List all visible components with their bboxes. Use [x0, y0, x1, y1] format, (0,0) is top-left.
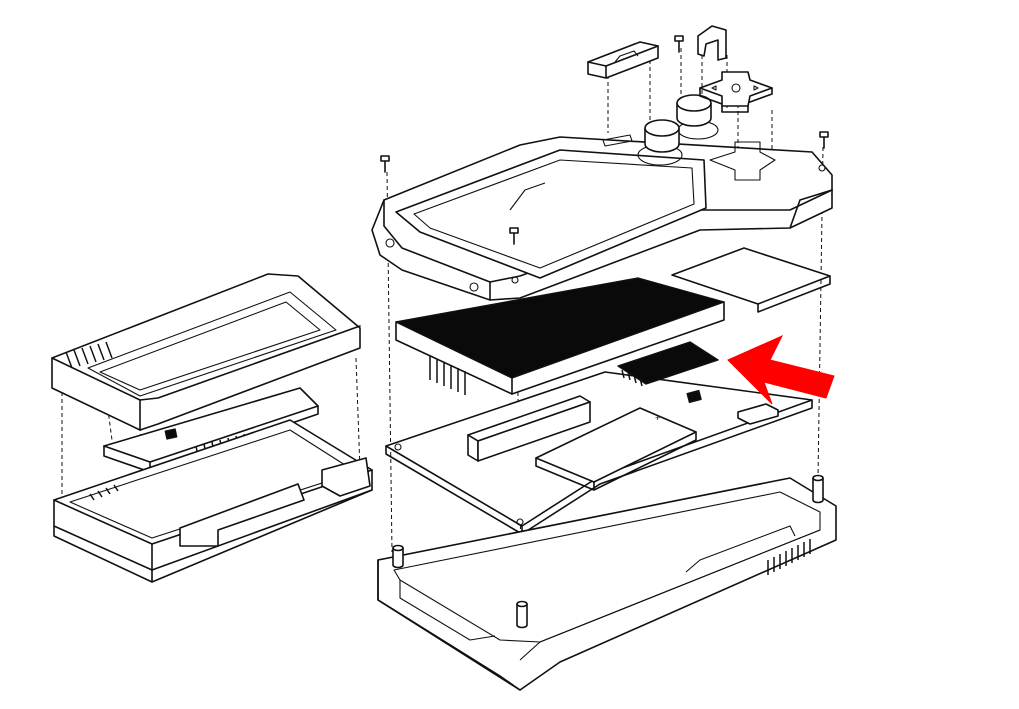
- bottom-housing: [377, 474, 837, 691]
- lcd-display: [395, 277, 725, 395]
- button-b: [676, 94, 712, 127]
- dpad: [699, 71, 773, 113]
- clip-part: [697, 25, 727, 61]
- cartridge-top-cover: [51, 273, 361, 431]
- screw-icon: [380, 35, 829, 245]
- shoulder-bracket: [587, 41, 659, 79]
- ribbon-plate: [671, 247, 831, 313]
- cartridge-bottom-tray: [53, 419, 373, 583]
- top-housing: [371, 120, 833, 301]
- svg-text:+ -: + -: [655, 413, 666, 423]
- main-pcb: + -: [385, 341, 813, 535]
- button-a: [644, 119, 680, 153]
- arrow-pointer-icon: [727, 334, 835, 405]
